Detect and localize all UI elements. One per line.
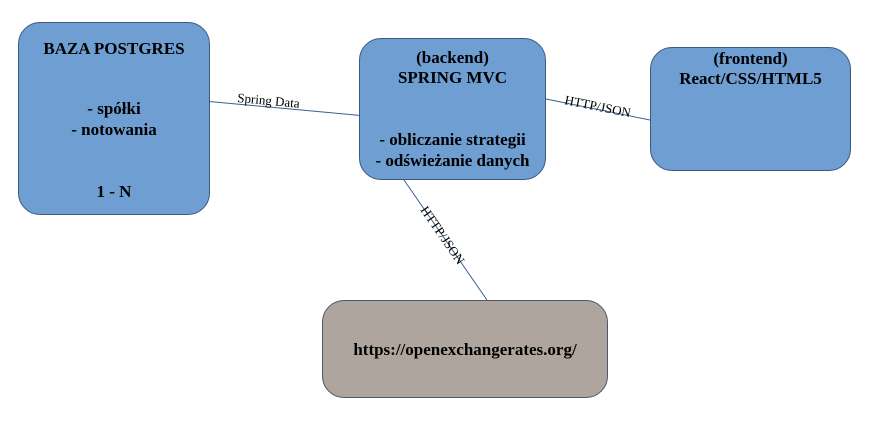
backend-item-refresh: - odświeżanie danych bbox=[375, 151, 530, 170]
frontend-subtitle: (frontend) bbox=[713, 49, 788, 68]
edge-db-backend bbox=[192, 99, 367, 117]
openexchangerates-node: https://openexchangerates.org/ bbox=[322, 300, 608, 398]
edge-backend-frontend-label: HTTP/JSON bbox=[563, 92, 632, 120]
db-title: BAZA POSTGRES bbox=[43, 39, 185, 58]
backend-title: SPRING MVC bbox=[397, 68, 508, 87]
backend-subtitle: (backend) bbox=[416, 48, 489, 67]
edge-db-backend-label: Spring Data bbox=[237, 90, 301, 111]
edge-backend-external-label: HTTP/JSON bbox=[418, 203, 469, 267]
db-item-companies: - spółki bbox=[87, 99, 141, 118]
postgres-db-node: BAZA POSTGRES - spółki - notowania 1 - N bbox=[18, 22, 210, 215]
spring-mvc-backend-node: (backend) SPRING MVC - obliczanie strate… bbox=[359, 38, 546, 180]
react-frontend-node: (frontend) React/CSS/HTML5 bbox=[650, 47, 851, 171]
backend-item-strategy: - obliczanie strategii bbox=[379, 130, 526, 149]
db-item-quotes: - notowania bbox=[71, 120, 157, 139]
db-relation: 1 - N bbox=[96, 182, 132, 201]
edge-backend-frontend bbox=[545, 98, 661, 123]
frontend-title: React/CSS/HTML5 bbox=[679, 69, 822, 88]
external-title: https://openexchangerates.org/ bbox=[353, 340, 577, 359]
edge-backend-external bbox=[403, 179, 488, 301]
